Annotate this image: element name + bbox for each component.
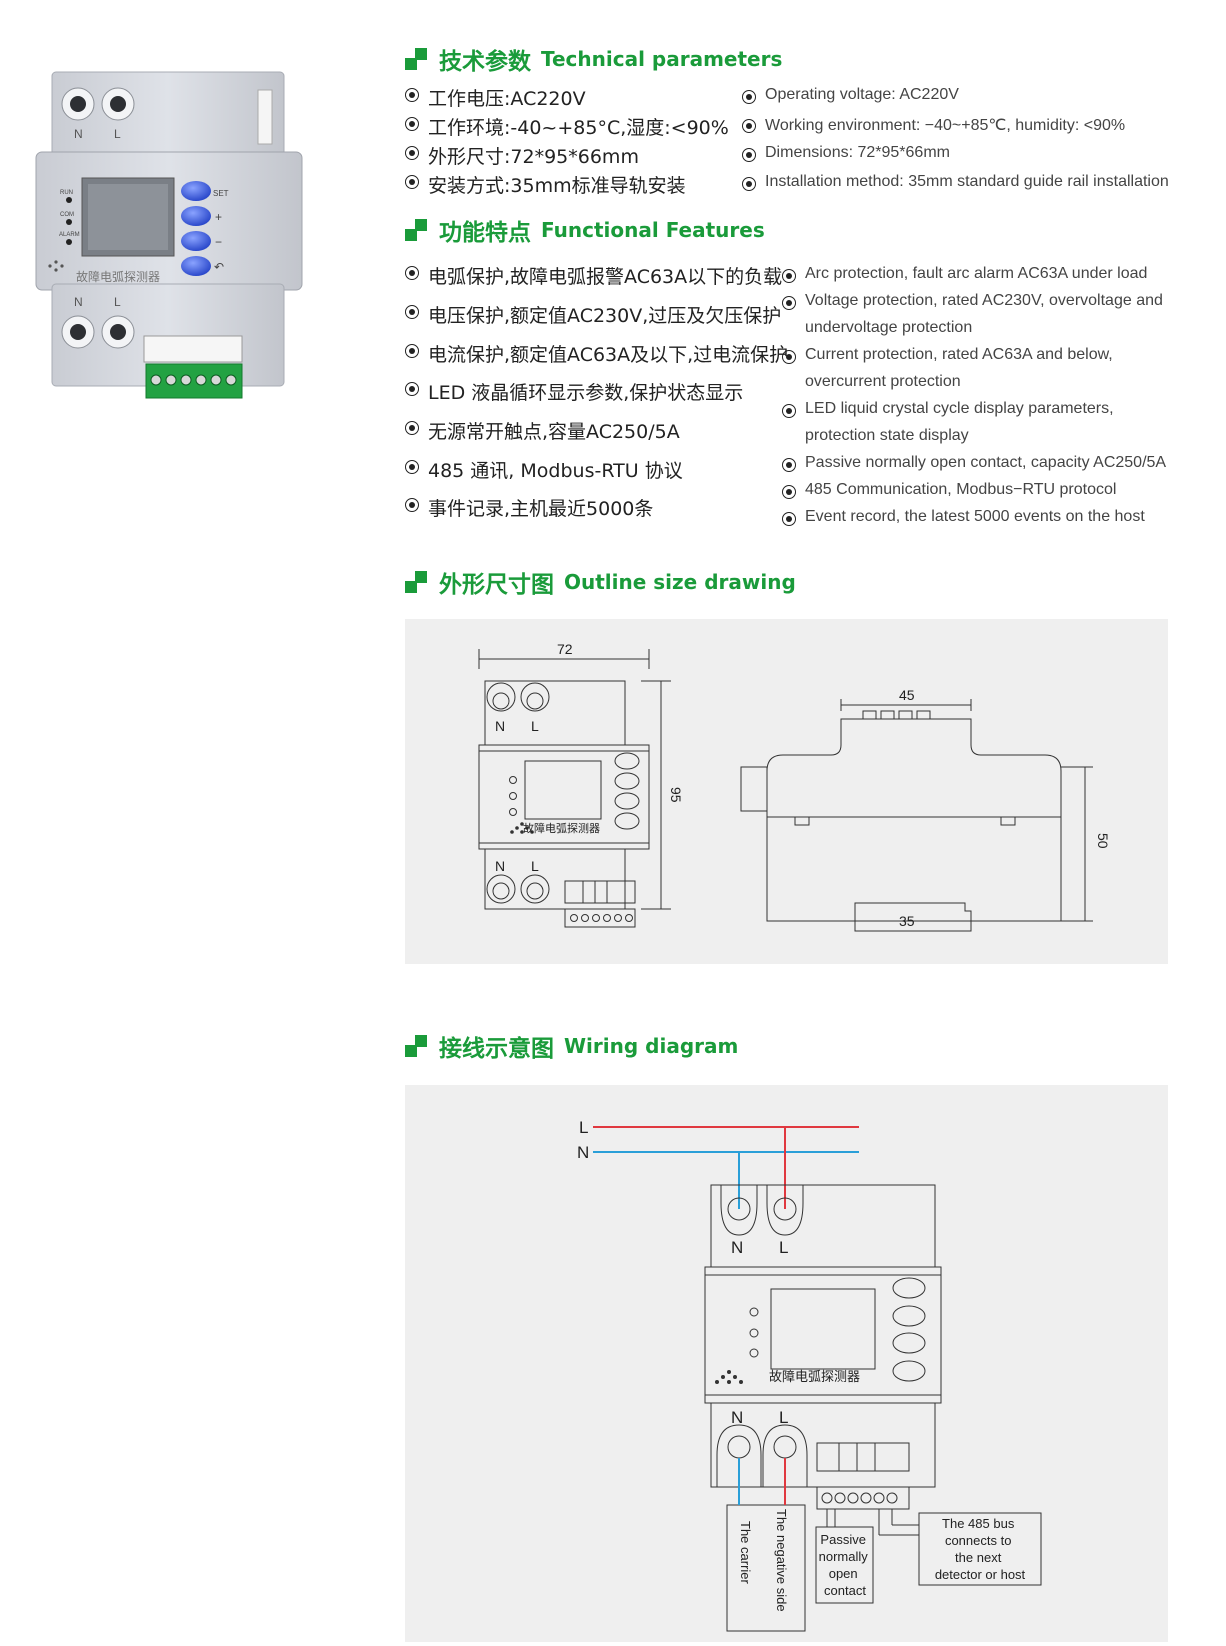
bullet-icon bbox=[405, 305, 419, 319]
wiring-term-l: L bbox=[779, 1238, 788, 1257]
device-term-bottom-n: N bbox=[74, 295, 83, 309]
device-term-bottom-l: L bbox=[114, 295, 121, 309]
bullet-icon bbox=[405, 146, 419, 160]
outline-device-name: 故障电弧探测器 bbox=[523, 821, 600, 835]
tech-item-zh: 安装方式:35mm标准导轨安装 bbox=[405, 171, 686, 198]
outline-dim-width: 72 bbox=[557, 641, 573, 657]
bullet-icon bbox=[782, 269, 796, 283]
wiring-label-485: The 485 bus connects to the next detecto… bbox=[935, 1516, 1026, 1582]
bullet-icon bbox=[742, 177, 756, 191]
device-led-alarm: ALARM bbox=[59, 232, 80, 238]
feature-item-en-cont: protection state display bbox=[805, 427, 969, 444]
bullet-icon bbox=[405, 117, 419, 131]
outline-dim-depth: 50 bbox=[1095, 833, 1111, 849]
bullet-icon bbox=[742, 90, 756, 104]
feature-item-en: Voltage protection, rated AC230V, overvo… bbox=[782, 292, 1163, 310]
feature-item-en: Current protection, rated AC63A and belo… bbox=[782, 346, 1113, 364]
device-term-top-l: L bbox=[114, 127, 121, 141]
wiring-label-carrier: The carrier bbox=[738, 1521, 753, 1585]
tech-item-zh: 工作环境:-40~+85°C,湿度:<90% bbox=[405, 113, 729, 140]
device-btn-minus: − bbox=[215, 235, 222, 249]
bullet-icon bbox=[742, 119, 756, 133]
device-name: 故障电弧探测器 bbox=[76, 269, 160, 284]
device-photo: N L RUN COM ALARM SET + − ↶ 故障电弧探测器 N L bbox=[30, 70, 310, 420]
section-square-icon bbox=[405, 48, 427, 70]
wiring-section-title: 接线示意图 Wiring diagram bbox=[405, 1029, 738, 1063]
wiring-term-n: N bbox=[731, 1238, 743, 1257]
wiring-term-l: L bbox=[779, 1408, 788, 1427]
feature-item-zh: LED 液晶循环显示参数,保护状态显示 bbox=[405, 378, 743, 405]
bullet-icon bbox=[405, 460, 419, 474]
tech-item-en: Operating voltage: AC220V bbox=[742, 86, 959, 104]
outline-title-zh: 外形尺寸图 bbox=[439, 572, 554, 598]
features-section-title: 功能特点 Functional Features bbox=[405, 213, 765, 247]
wiring-line-n: N bbox=[577, 1143, 589, 1162]
feature-item-zh: 485 通讯, Modbus-RTU 协议 bbox=[405, 456, 683, 483]
outline-dim-top: 45 bbox=[899, 687, 915, 703]
bullet-icon bbox=[742, 148, 756, 162]
device-btn-back: ↶ bbox=[214, 260, 224, 274]
bullet-icon bbox=[405, 266, 419, 280]
section-square-icon bbox=[405, 1035, 427, 1057]
feature-item-en: Event record, the latest 5000 events on … bbox=[782, 508, 1145, 526]
tech-item-en: Dimensions: 72*95*66mm bbox=[742, 144, 950, 162]
feature-item-zh: 电流保护,额定值AC63A及以下,过电流保护 bbox=[405, 340, 788, 367]
device-btn-set: SET bbox=[213, 189, 229, 198]
device-term-top-n: N bbox=[74, 127, 83, 141]
feature-item-en: LED liquid crystal cycle display paramet… bbox=[782, 400, 1114, 418]
wiring-term-n: N bbox=[731, 1408, 743, 1427]
bullet-icon bbox=[782, 458, 796, 472]
outline-section-title: 外形尺寸图 Outline size drawing bbox=[405, 565, 796, 599]
feature-item-zh: 无源常开触点,容量AC250/5A bbox=[405, 417, 680, 444]
outline-dim-height: 95 bbox=[668, 787, 684, 803]
section-square-icon bbox=[405, 571, 427, 593]
wiring-line-l: L bbox=[579, 1118, 588, 1137]
wiring-label-negative: The negative side bbox=[774, 1509, 789, 1612]
bullet-icon bbox=[782, 350, 796, 364]
feature-item-zh: 事件记录,主机最近5000条 bbox=[405, 494, 653, 521]
outline-term-n: N bbox=[495, 718, 505, 734]
bullet-icon bbox=[405, 344, 419, 358]
tech-title-zh: 技术参数 bbox=[439, 49, 531, 75]
outline-dim-rail: 35 bbox=[899, 913, 915, 929]
bullet-icon bbox=[782, 485, 796, 499]
bullet-icon bbox=[782, 404, 796, 418]
feature-item-zh: 电压保护,额定值AC230V,过压及欠压保护 bbox=[405, 301, 781, 328]
outline-drawing-panel: 72 95 45 50 35 N L N L 故障电弧探测器 bbox=[405, 619, 1168, 964]
outline-term-l: L bbox=[531, 858, 539, 874]
tech-item-en: Installation method: 35mm standard guide… bbox=[742, 173, 1169, 191]
features-title-en: Functional Features bbox=[541, 218, 765, 242]
bullet-icon bbox=[405, 382, 419, 396]
feature-item-en-cont: undervoltage protection bbox=[805, 319, 973, 336]
outline-term-l: L bbox=[531, 718, 539, 734]
outline-title-en: Outline size drawing bbox=[564, 570, 796, 594]
outline-term-n: N bbox=[495, 858, 505, 874]
tech-item-en: Working environment: −40~+85℃, humidity:… bbox=[742, 115, 1125, 135]
device-led-com: COM bbox=[60, 212, 74, 218]
feature-item-en: Arc protection, fault arc alarm AC63A un… bbox=[782, 265, 1147, 283]
bullet-icon bbox=[782, 512, 796, 526]
tech-item-zh: 外形尺寸:72*95*66mm bbox=[405, 142, 639, 169]
bullet-icon bbox=[405, 421, 419, 435]
feature-item-en: 485 Communication, Modbus−RTU protocol bbox=[782, 481, 1116, 499]
bullet-icon bbox=[405, 175, 419, 189]
wiring-title-zh: 接线示意图 bbox=[439, 1036, 554, 1062]
feature-item-en-cont: overcurrent protection bbox=[805, 373, 961, 390]
wiring-title-en: Wiring diagram bbox=[564, 1034, 739, 1058]
feature-item-en: Passive normally open contact, capacity … bbox=[782, 454, 1166, 472]
section-square-icon bbox=[405, 219, 427, 241]
bullet-icon bbox=[405, 498, 419, 512]
tech-section-title: 技术参数 Technical parameters bbox=[405, 42, 782, 76]
feature-item-zh: 电弧保护,故障电弧报警AC63A以下的负载 bbox=[405, 262, 782, 289]
device-btn-plus: + bbox=[215, 210, 222, 224]
wiring-label-passive: Passive normally open contact bbox=[819, 1532, 872, 1598]
tech-title-en: Technical parameters bbox=[541, 47, 783, 71]
tech-item-zh: 工作电压:AC220V bbox=[405, 84, 586, 111]
features-title-zh: 功能特点 bbox=[439, 220, 531, 246]
wiring-device-name: 故障电弧探测器 bbox=[769, 1369, 860, 1384]
bullet-icon bbox=[405, 88, 419, 102]
bullet-icon bbox=[782, 296, 796, 310]
wiring-diagram-panel: L N N L N L 故障电弧探测器 The carrier The nega… bbox=[405, 1085, 1168, 1642]
device-led-run: RUN bbox=[60, 190, 73, 196]
